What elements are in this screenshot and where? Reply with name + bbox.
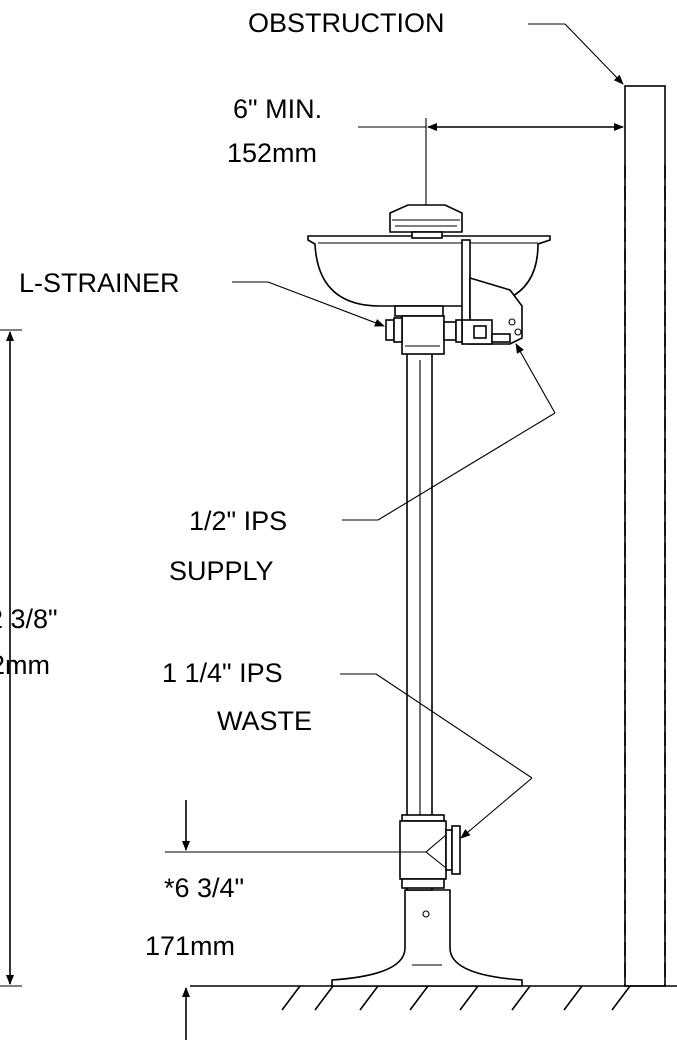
obstruction-wall bbox=[624, 85, 666, 987]
l-strainer-fitting bbox=[385, 305, 463, 355]
waste-label: WASTE bbox=[217, 706, 312, 736]
obstruction-leader bbox=[528, 23, 624, 85]
supply-size-label: 1/2" IPS bbox=[189, 506, 287, 536]
waste-tee bbox=[399, 814, 461, 889]
pedestal-column bbox=[406, 352, 433, 891]
supply-label: SUPPLY bbox=[169, 556, 274, 586]
supply-leader bbox=[342, 343, 556, 521]
l-strainer-label: L-STRAINER bbox=[19, 268, 180, 298]
waste-leader bbox=[340, 673, 533, 839]
clearance-label: 6" MIN. bbox=[233, 94, 322, 124]
floor-line bbox=[190, 985, 677, 1011]
overall-height-dimension bbox=[0, 329, 22, 987]
overall-height-label: 2 3/8" bbox=[0, 604, 58, 634]
pedestal-base bbox=[331, 889, 523, 987]
waste-height-label: *6 3/4" bbox=[164, 873, 244, 903]
clearance-mm-label: 152mm bbox=[227, 138, 317, 168]
overall-height-mm-label: 2mm bbox=[0, 650, 50, 680]
waste-size-label: 1 1/4" IPS bbox=[162, 658, 283, 688]
waste-height-dimension bbox=[165, 800, 426, 1040]
valve-bracket bbox=[461, 239, 523, 345]
l-strainer-leader bbox=[232, 281, 385, 327]
clearance-dimension bbox=[358, 118, 624, 205]
waste-height-mm-label: 171mm bbox=[145, 931, 235, 961]
obstruction-label: OBSTRUCTION bbox=[248, 8, 445, 38]
eyewash-head bbox=[389, 204, 463, 239]
